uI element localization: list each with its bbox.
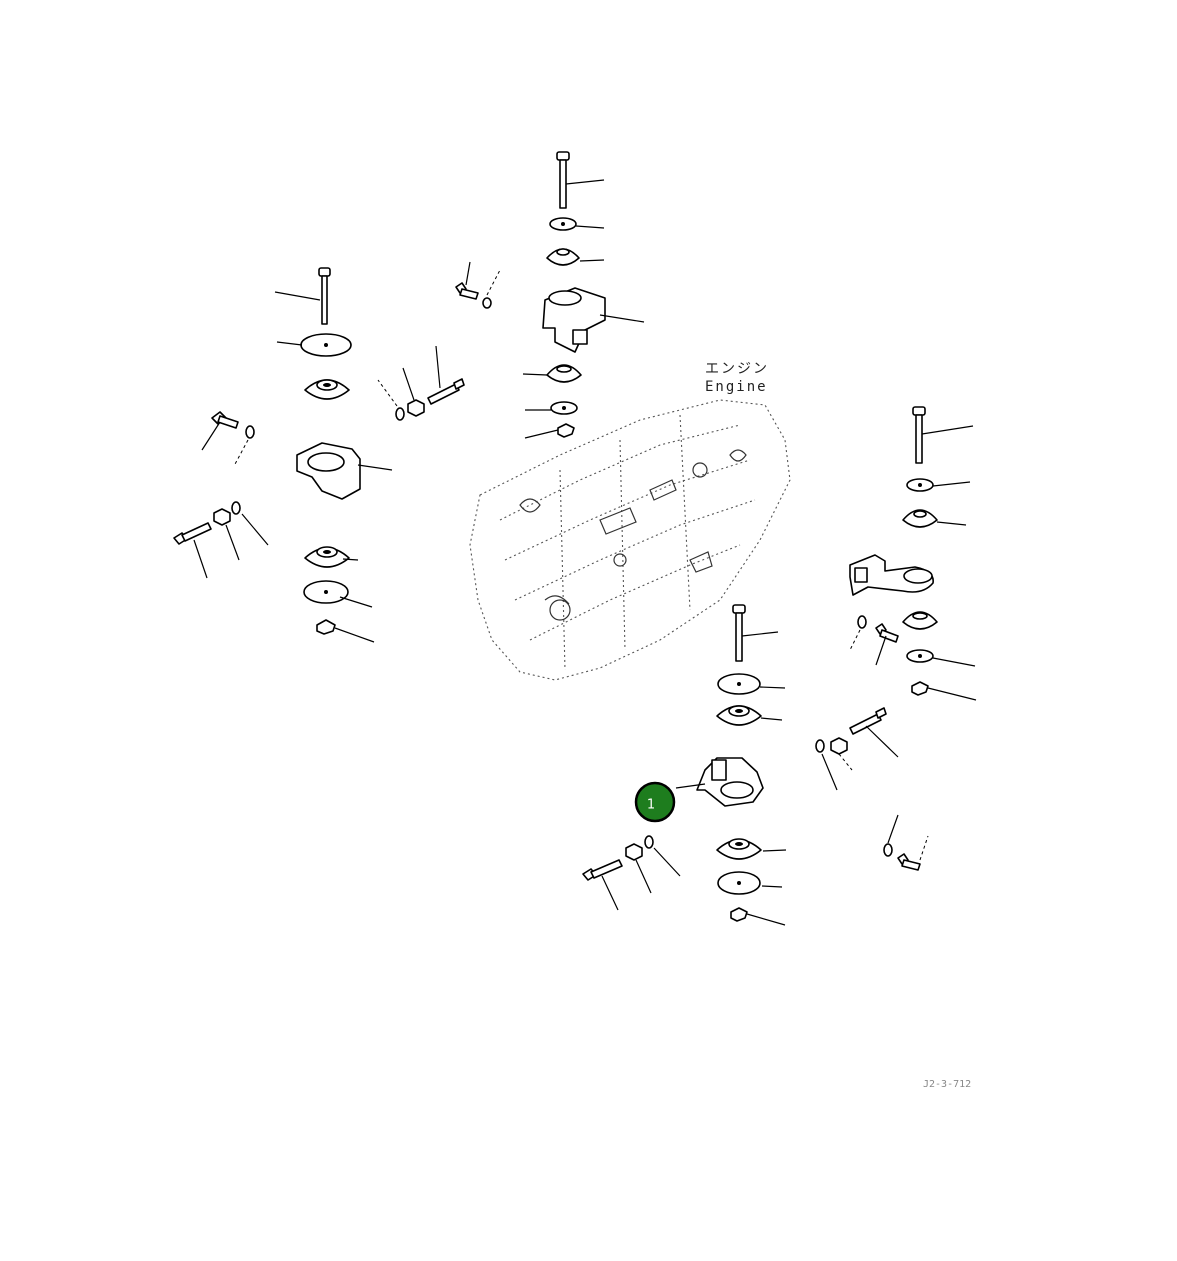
lock-washer — [815, 739, 838, 791]
small-bolt — [897, 835, 929, 871]
washer — [717, 871, 783, 895]
rubber-cushion — [304, 379, 350, 400]
lock-washer — [644, 835, 681, 877]
rubber-cushion — [716, 838, 787, 860]
reference-code: J2-3-712 — [923, 1079, 971, 1090]
long-bolt — [582, 859, 623, 911]
lock-washer — [849, 615, 867, 651]
mount-bolt — [274, 267, 331, 325]
small-bolt — [201, 411, 239, 451]
rubber-cushion — [546, 248, 605, 266]
washer — [549, 217, 605, 231]
lock-washer — [883, 814, 899, 857]
washer — [717, 673, 786, 695]
mount-bolt — [732, 604, 779, 662]
lock-washer — [231, 501, 269, 546]
lower-center-mount-stack — [582, 604, 929, 926]
engine-illustration: エンジン Engine — [469, 361, 791, 681]
nut — [730, 907, 786, 926]
mount-bolt — [912, 406, 974, 464]
rubber-cushion — [902, 611, 938, 630]
small-bolt — [875, 623, 899, 666]
washer — [906, 478, 971, 492]
mount-bracket — [542, 287, 645, 353]
lock-washer — [482, 269, 501, 309]
rubber-cushion — [902, 509, 967, 528]
washer — [906, 649, 976, 667]
engine-label-jp: エンジン — [705, 361, 769, 377]
long-bolt — [849, 707, 899, 758]
nut — [402, 367, 425, 417]
nut — [830, 737, 853, 771]
mount-bracket — [849, 554, 934, 596]
rubber-cushion — [522, 364, 582, 383]
nut — [213, 508, 240, 561]
mount-bracket — [675, 757, 764, 807]
long-bolt — [427, 345, 465, 405]
long-bolt — [173, 522, 212, 579]
mount-bolt — [556, 151, 605, 209]
callout-1-circle[interactable] — [634, 781, 676, 823]
mount-bracket — [296, 442, 393, 500]
washer — [276, 333, 352, 357]
small-bolt — [455, 261, 479, 300]
engine-label-en: Engine — [705, 379, 768, 395]
lock-washer — [233, 425, 255, 467]
top-center-mount-stack — [455, 151, 645, 439]
washer — [525, 401, 578, 415]
callout-1[interactable]: 1 — [634, 781, 676, 823]
rubber-cushion — [304, 546, 359, 568]
lock-washer — [377, 379, 405, 421]
right-mount-stack — [849, 406, 977, 701]
washer — [303, 580, 373, 608]
nut — [524, 423, 575, 439]
nut — [911, 681, 977, 701]
nut — [625, 843, 652, 894]
nut — [316, 619, 375, 643]
rubber-cushion — [716, 705, 783, 726]
left-mount-stack — [173, 267, 465, 643]
